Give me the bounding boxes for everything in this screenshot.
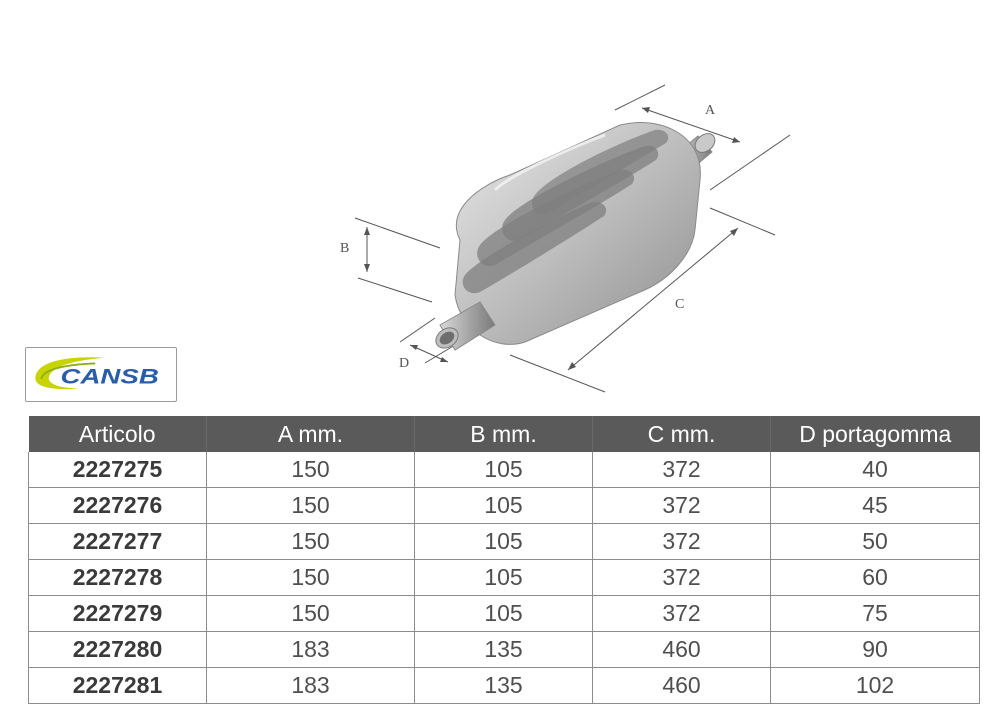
table-row: 2227280 183 135 460 90: [28, 631, 980, 668]
cell-a: 150: [206, 487, 415, 524]
cell-c: 372: [592, 559, 771, 596]
cell-b: 135: [414, 667, 593, 704]
cell-b: 105: [414, 595, 593, 632]
dim-label-b: B: [340, 241, 349, 256]
cell-d: 45: [770, 487, 980, 524]
cell-articolo: 2227278: [28, 559, 207, 596]
cell-articolo: 2227279: [28, 595, 207, 632]
cell-a: 183: [206, 667, 415, 704]
dimension-arrowheads: [364, 107, 740, 370]
cell-c: 372: [592, 523, 771, 560]
cell-d: 90: [770, 631, 980, 668]
cell-a: 150: [206, 452, 415, 488]
cell-d: 75: [770, 595, 980, 632]
table-row: 2227275 150 105 372 40: [28, 452, 980, 488]
cell-c: 460: [592, 667, 771, 704]
header-c: C mm.: [592, 416, 771, 452]
cell-b: 105: [414, 523, 593, 560]
muffler-illustration: A B C D: [320, 80, 800, 400]
table-row: 2227281 183 135 460 102: [28, 667, 980, 704]
cell-articolo: 2227275: [28, 452, 207, 488]
cansb-logo-mark: CANSB: [35, 357, 159, 390]
cell-b: 135: [414, 631, 593, 668]
cell-c: 372: [592, 595, 771, 632]
cell-d: 60: [770, 559, 980, 596]
inlet-pipe: [435, 301, 496, 351]
dim-label-a: A: [705, 103, 716, 118]
cell-d: 102: [770, 667, 980, 704]
cell-b: 105: [414, 559, 593, 596]
cell-a: 183: [206, 631, 415, 668]
cell-articolo: 2227276: [28, 487, 207, 524]
table-row: 2227279 150 105 372 75: [28, 595, 980, 632]
cell-c: 372: [592, 452, 771, 488]
table-row: 2227277 150 105 372 50: [28, 523, 980, 560]
spec-table: Articolo A mm. B mm. C mm. D portagomma …: [28, 416, 980, 704]
cell-d: 40: [770, 452, 980, 488]
cell-articolo: 2227280: [28, 631, 207, 668]
brand-logo: CANSB: [25, 347, 177, 402]
muffler-body: [454, 121, 701, 345]
cell-articolo: 2227281: [28, 667, 207, 704]
spec-table-container: Articolo A mm. B mm. C mm. D portagomma …: [28, 416, 980, 704]
cell-c: 460: [592, 631, 771, 668]
cell-b: 105: [414, 487, 593, 524]
cell-b: 105: [414, 452, 593, 488]
table-header-row: Articolo A mm. B mm. C mm. D portagomma: [28, 416, 980, 452]
cell-a: 150: [206, 559, 415, 596]
cell-d: 50: [770, 523, 980, 560]
dim-label-c: C: [675, 297, 684, 312]
logo-text: CANSB: [61, 366, 159, 389]
header-articolo: Articolo: [28, 416, 207, 452]
cell-articolo: 2227277: [28, 523, 207, 560]
dim-label-d: D: [399, 356, 409, 371]
header-d: D portagomma: [770, 416, 980, 452]
table-row: 2227276 150 105 372 45: [28, 487, 980, 524]
muffler-drawing: A B C D: [340, 84, 791, 393]
cell-c: 372: [592, 487, 771, 524]
header-b: B mm.: [414, 416, 593, 452]
cell-a: 150: [206, 595, 415, 632]
header-a: A mm.: [206, 416, 415, 452]
cell-a: 150: [206, 523, 415, 560]
table-row: 2227278 150 105 372 60: [28, 559, 980, 596]
